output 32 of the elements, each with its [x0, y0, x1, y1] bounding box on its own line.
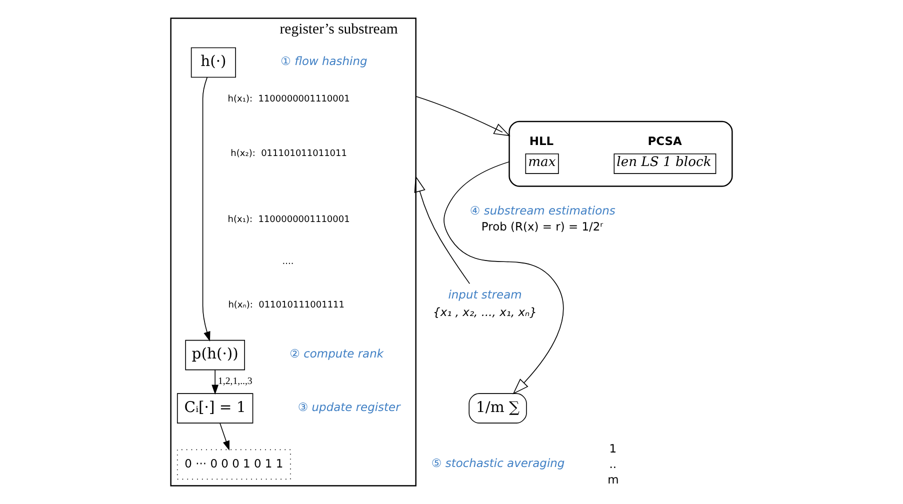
- node-label: HLL: [529, 134, 554, 148]
- node-box: h(·): [190, 47, 236, 78]
- node-label: ⑤ stochastic averaging: [431, 456, 565, 470]
- arrow: [414, 176, 470, 284]
- cluster: [508, 120, 733, 187]
- node-box: len LS 1 block: [614, 153, 716, 174]
- node-box: Cᵢ[·] = 1: [176, 393, 254, 424]
- node-box: p(h(·)): [185, 340, 245, 370]
- node-label: PCSA: [648, 134, 682, 148]
- node-box: max: [525, 153, 559, 174]
- arrow: [212, 370, 219, 395]
- arrow: [444, 161, 564, 394]
- arrow: [202, 77, 210, 342]
- node-box: 1/m ∑: [468, 393, 527, 424]
- label: h(x₂): 011101011011011: [230, 149, 347, 160]
- label: ....: [282, 256, 294, 267]
- node-label: 1: [609, 441, 617, 456]
- node-label: ③ update register: [298, 400, 400, 414]
- node-label: ② compute rank: [290, 346, 384, 361]
- node-text: input stream {x₁ , x₂, ..., x₁, xₙ}: [433, 288, 537, 319]
- arrow: [415, 96, 510, 136]
- node-label: ① flow hashing: [280, 54, 368, 68]
- node-label: ④ substream estimations: [470, 203, 616, 218]
- label: h(xₙ): 011010111001111: [228, 300, 345, 310]
- node-label: m: [608, 472, 619, 486]
- arrow: [220, 422, 230, 451]
- edge-label: 1,2,1,..,3: [218, 376, 252, 388]
- label: h(x₁): 1100000001110001: [228, 215, 350, 226]
- node-label: Prob (R(x) = r) = 1/2ʳ: [481, 220, 604, 234]
- node-label: ..: [609, 456, 617, 471]
- label: h(x₁): 1100000001110001: [228, 94, 350, 105]
- node-box: 0 ··· 0 0 0 1 0 1 1: [176, 449, 291, 480]
